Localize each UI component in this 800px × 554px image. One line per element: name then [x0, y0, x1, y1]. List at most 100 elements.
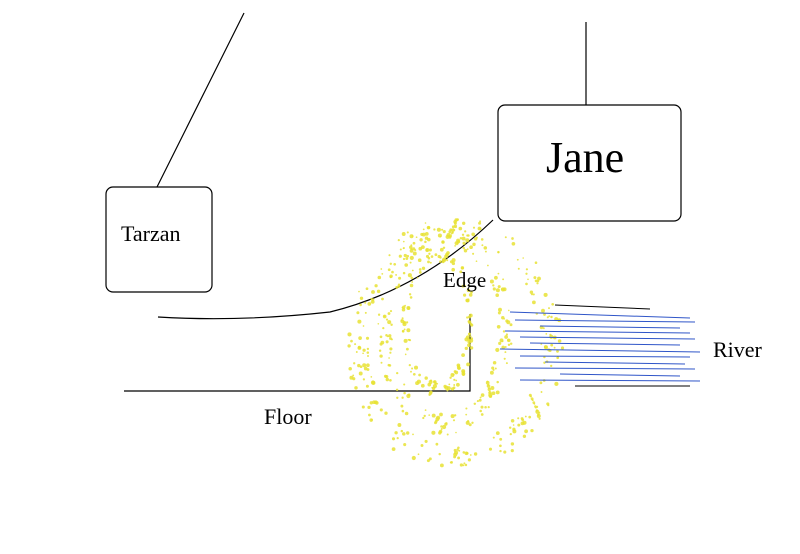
sparkle-dot [449, 260, 454, 264]
sparkle-dot [461, 353, 465, 357]
sparkle-dot [525, 272, 528, 275]
sparkle-dot [398, 254, 402, 258]
sparkle-dot [419, 238, 423, 242]
sparkle-dot [456, 382, 460, 387]
sparkle-dot [522, 257, 525, 259]
sparkle-dot [459, 237, 463, 240]
sparkle-dot [438, 431, 442, 435]
sparkle-dot [469, 346, 474, 350]
sparkle-dot [467, 343, 471, 348]
sparkle-dot [366, 363, 370, 368]
sparkle-dot [469, 335, 472, 338]
sparkle-dot [487, 387, 492, 392]
sparkle-dot [408, 338, 411, 341]
sparkle-dot [525, 268, 529, 271]
sparkle-dot [401, 396, 404, 399]
sparkle-dot [409, 296, 413, 299]
sparkle-dot [541, 308, 545, 313]
sparkle-dot [511, 241, 516, 246]
sparkle-dot [441, 240, 445, 244]
sparkle-dot [470, 323, 474, 327]
sparkle-dot [509, 432, 512, 436]
sparkle-dot [522, 434, 527, 438]
sparkle-dot [403, 383, 406, 386]
sparkle-dot [462, 293, 467, 297]
sparkle-dot [440, 428, 443, 430]
sparkle-dot [456, 238, 461, 243]
sparkle-dot [529, 290, 534, 294]
sparkle-dot [450, 414, 455, 419]
sparkle-dot [389, 337, 392, 340]
sparkle-dot [503, 450, 507, 454]
sparkle-dot [542, 327, 545, 330]
sparkle-dot [495, 293, 499, 297]
sparkle-dot [357, 345, 361, 349]
sparkle-dot [378, 349, 382, 352]
sparkle-dot [359, 365, 363, 368]
sparkle-dot [352, 374, 355, 377]
sparkle-dot [417, 258, 422, 263]
sparkle-dot [536, 414, 541, 418]
sparkle-dot [399, 248, 402, 251]
sparkle-dot [420, 383, 425, 388]
sparkle-dot [466, 362, 471, 367]
sparkle-dot [380, 340, 385, 345]
sparkle-dot [400, 404, 404, 408]
sparkle-dot [550, 364, 553, 368]
sparkle-dot [480, 413, 484, 416]
river-stroke [544, 361, 686, 365]
sparkle-dot [366, 351, 370, 354]
sparkle-dot [463, 284, 466, 288]
river-stroke [499, 348, 701, 353]
sparkle-dot [394, 431, 398, 435]
sparkle-dot [402, 432, 406, 436]
sparkle-dot [389, 378, 392, 382]
sparkle-dot [505, 333, 508, 336]
sparkle-dot [424, 240, 427, 244]
sparkle-dot [548, 307, 550, 310]
sparkle-dot [455, 431, 457, 434]
sparkle-dot [520, 421, 525, 426]
sparkle-dot [508, 309, 510, 312]
sparkle-dot [401, 317, 404, 320]
sparkle-dot [450, 232, 453, 235]
sparkle-dot [412, 433, 414, 436]
sparkle-dot [491, 366, 495, 370]
river-lines [499, 304, 701, 387]
sparkle-dot [403, 328, 406, 331]
sparkle-dot [353, 362, 356, 365]
sparkle-dot [409, 255, 414, 260]
sparkle-dot [479, 220, 482, 223]
sparkle-dot [496, 380, 499, 384]
sparkle-dot [467, 315, 471, 319]
sparkle-dot [404, 304, 406, 307]
sparkle-dot [466, 316, 469, 319]
sparkle-dot [451, 231, 454, 234]
sparkle-dot [449, 234, 452, 238]
sparkle-dot [381, 272, 384, 275]
sparkle-dot [412, 372, 416, 376]
sparkle-dot [354, 343, 357, 346]
sparkle-dot [410, 370, 412, 373]
sparkle-dot [479, 409, 482, 413]
sparkle-dot [401, 409, 405, 413]
sparkle-dot [379, 354, 383, 358]
sparkle-dot [543, 345, 549, 350]
sparkle-dot [372, 400, 376, 405]
sparkle-dot [388, 357, 390, 359]
sparkle-dot [464, 346, 468, 351]
sparkle-dot [492, 436, 495, 439]
sparkle-dot [446, 389, 449, 392]
sparkle-dot [453, 384, 456, 386]
sparkle-dot [442, 257, 447, 262]
sparkle-dot [504, 351, 507, 354]
sparkle-dot [377, 322, 380, 325]
sparkle-dot [471, 232, 476, 237]
sparkle-dot [416, 277, 419, 279]
sparkle-dot [468, 293, 473, 297]
sparkle-dot [439, 412, 443, 417]
sparkle-dot [492, 360, 497, 365]
sparkle-dot [365, 287, 369, 291]
sparkle-dot [389, 262, 392, 265]
sparkle-dot [486, 384, 491, 388]
